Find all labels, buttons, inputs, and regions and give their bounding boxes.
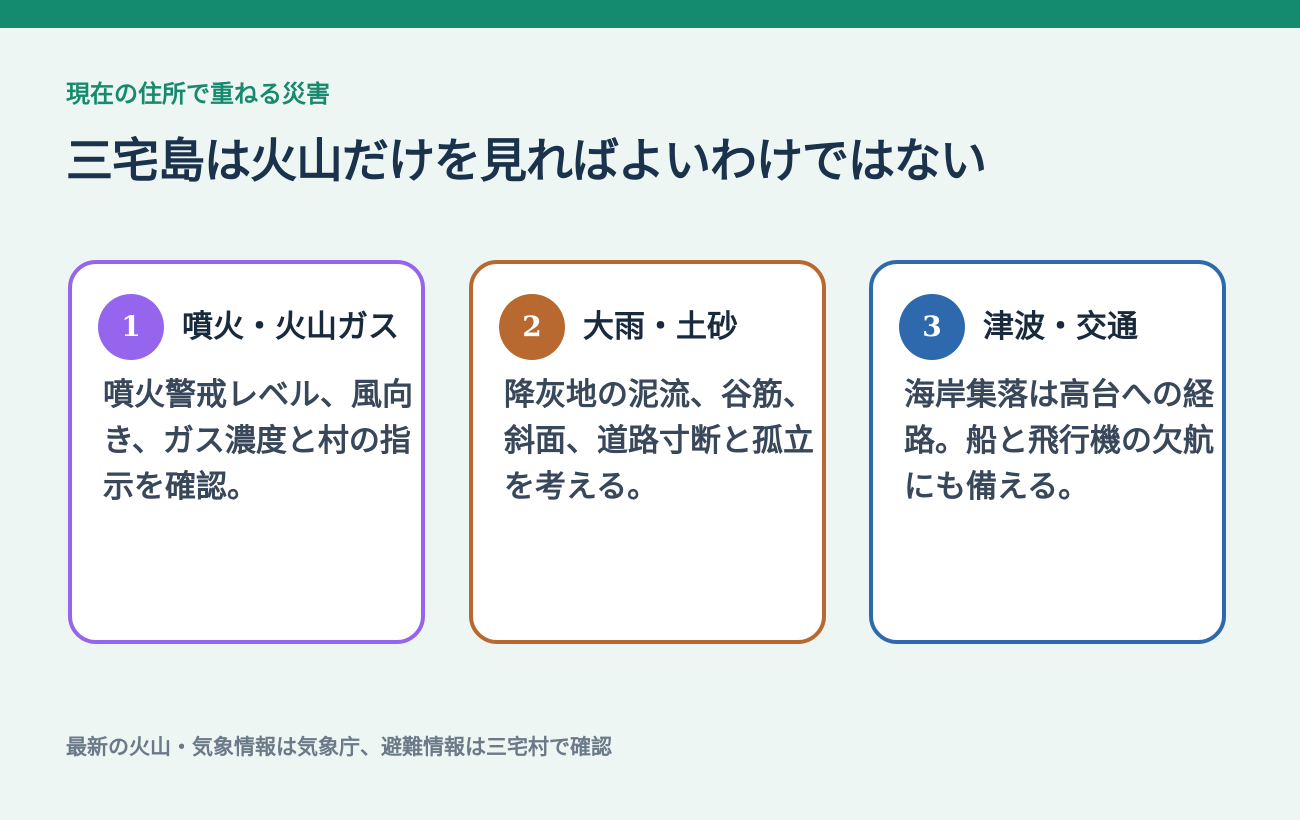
card-number-badge: 3 bbox=[899, 294, 965, 360]
footer-note: 最新の火山・気象情報は気象庁、避難情報は三宅村で確認 bbox=[66, 735, 612, 759]
hazard-card-tsunami: 3 津波・交通 海岸集落は高台への経路。船と飛行機の欠航にも備える。 bbox=[869, 260, 1226, 644]
card-body: 降灰地の泥流、谷筋、斜面、道路寸断と孤立を考える。 bbox=[504, 377, 814, 505]
card-number-badge: 1 bbox=[98, 294, 164, 360]
card-number-badge: 2 bbox=[499, 294, 565, 360]
section-eyebrow: 現在の住所で重ねる災害 bbox=[66, 80, 330, 108]
hazard-card-eruption: 1 噴火・火山ガス 噴火警戒レベル、風向き、ガス濃度と村の指示を確認。 bbox=[68, 260, 425, 644]
card-body: 海岸集落は高台への経路。船と飛行機の欠航にも備える。 bbox=[904, 377, 1214, 505]
hazard-card-rain: 2 大雨・土砂 降灰地の泥流、谷筋、斜面、道路寸断と孤立を考える。 bbox=[469, 260, 826, 644]
card-title: 噴火・火山ガス bbox=[182, 309, 399, 345]
card-title: 津波・交通 bbox=[983, 309, 1138, 345]
top-accent-bar bbox=[0, 0, 1300, 28]
card-body: 噴火警戒レベル、風向き、ガス濃度と村の指示を確認。 bbox=[103, 377, 413, 505]
page-title: 三宅島は火山だけを見ればよいわけではない bbox=[66, 134, 987, 189]
card-title: 大雨・土砂 bbox=[583, 309, 738, 345]
